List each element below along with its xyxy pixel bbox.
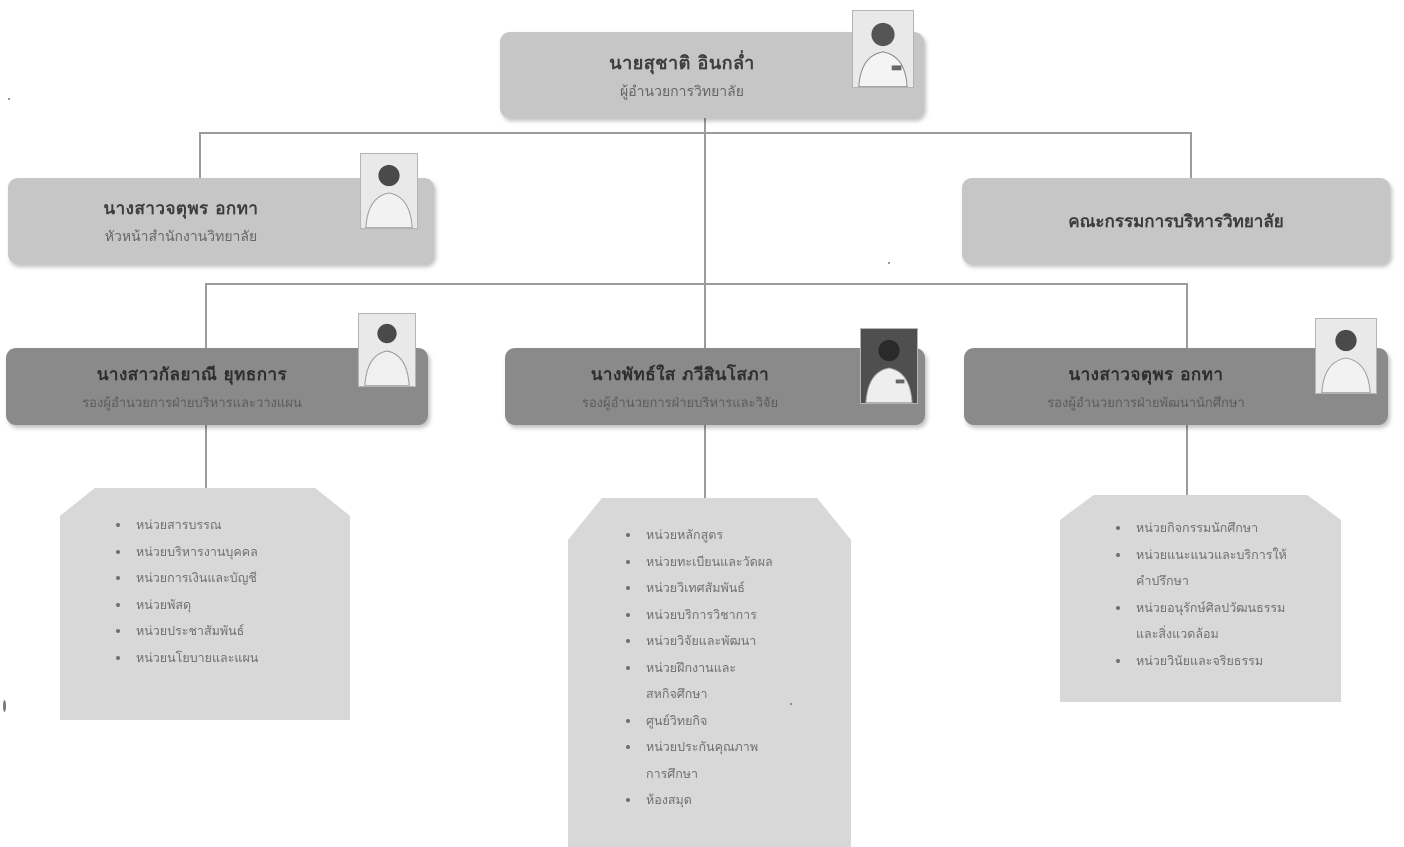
scan-speck: [888, 262, 890, 264]
connector-deputy-left-drop: [205, 283, 207, 348]
list-item: หน่วยแนะแนวและบริการให้: [1110, 542, 1341, 569]
connector-office-drop: [199, 132, 201, 178]
units-panel-academic: หน่วยหลักสูตร หน่วยทะเบียนและวัดผล หน่วย…: [568, 498, 851, 847]
list-item-continuation: การศึกษา: [646, 765, 699, 781]
list-item: หน่วยการเงินและบัญชี: [110, 565, 350, 592]
list-item: หน่วยสารบรรณ: [110, 512, 350, 539]
deputy-title: รองผู้อำนวยการฝ่ายพัฒนานักศึกษา: [1047, 395, 1245, 411]
list-item: หน่วยหลักสูตร: [620, 522, 851, 549]
list-item: ศูนย์วิทยกิจ: [620, 708, 851, 735]
list-item: หน่วยนโยบายและแผน: [110, 645, 350, 672]
deputy-title: รองผู้อำนวยการฝ่ายบริหารและวางแผน: [82, 395, 302, 411]
deputy-box-admin: นางสาวกัลยาณี ยุทธการ รองผู้อำนวยการฝ่าย…: [6, 348, 428, 425]
deputy-name: นางสาวจตุพร อกทา: [1068, 364, 1224, 385]
connector-level2-bar: [205, 283, 1188, 285]
scan-speck: [8, 98, 10, 100]
units-list: หน่วยหลักสูตร หน่วยทะเบียนและวัดผล หน่วย…: [620, 522, 851, 814]
list-item: ห้องสมุด: [620, 787, 851, 814]
connector-committee-drop: [1190, 132, 1192, 178]
scan-speck: [790, 703, 792, 705]
list-item: หน่วยวิเทศสัมพันธ์: [620, 575, 851, 602]
office-head-title: หัวหน้าสำนักงานวิทยาลัย: [104, 228, 258, 245]
list-item-continuation: สหกิจศึกษา: [646, 686, 708, 701]
list-item-continuation: คำปรึกษา: [1136, 573, 1189, 588]
list-item: หน่วยอนุรักษ์ศิลปวัฒนธรรม: [1110, 595, 1341, 622]
office-head-name: นางสาวจตุพร อกทา: [103, 198, 259, 219]
list-item: หน่วยบริการวิชาการ: [620, 602, 851, 629]
list-item: หน่วยวิจัยและพัฒนา: [620, 628, 851, 655]
units-list: หน่วยสารบรรณ หน่วยบริหารงานบุคคล หน่วยกา…: [110, 512, 350, 671]
list-item: หน่วยประชาสัมพันธ์: [110, 618, 350, 645]
deputy-academic-photo: [860, 328, 918, 404]
connector-level1-bar: [199, 132, 1192, 134]
deputy-admin-photo: [358, 313, 416, 387]
deputy-student-photo: [1315, 318, 1377, 394]
deputy-name: นางสาวกัลยาณี ยุทธการ: [96, 364, 288, 385]
list-item: หน่วยวินัยและจริยธรรม: [1110, 648, 1341, 675]
deputy-name: นางพัทธ์ใส ภวีสินโสภา: [590, 364, 770, 385]
scan-speck: [3, 700, 6, 712]
list-item: หน่วยกิจกรรมนักศึกษา: [1110, 515, 1341, 542]
list-item: หน่วยประกันคุณภาพ: [620, 734, 851, 761]
director-name: นายสุชาติ อินกล่ำ: [609, 52, 755, 74]
connector-deputy-right-to-units: [1186, 425, 1188, 495]
units-panel-admin: หน่วยสารบรรณ หน่วยบริหารงานบุคคล หน่วยกา…: [60, 488, 350, 720]
units-panel-student: หน่วยกิจกรรมนักศึกษา หน่วยแนะแนวและบริกา…: [1060, 495, 1341, 702]
list-item: หน่วยพัสดุ: [110, 592, 350, 619]
director-photo: [852, 10, 914, 88]
list-item: หน่วยฝึกงานและ: [620, 655, 851, 682]
office-head-photo: [360, 153, 418, 229]
deputy-title: รองผู้อำนวยการฝ่ายบริหารและวิจัย: [581, 395, 779, 411]
list-item: หน่วยบริหารงานบุคคล: [110, 539, 350, 566]
list-item: หน่วยทะเบียนและวัดผล: [620, 549, 851, 576]
units-list: หน่วยกิจกรรมนักศึกษา หน่วยแนะแนวและบริกา…: [1110, 515, 1341, 674]
connector-director-down: [704, 118, 706, 498]
director-title: ผู้อำนวยการวิทยาลัย: [620, 83, 744, 100]
connector-deputy-right-drop: [1186, 283, 1188, 348]
list-item-continuation: และสิ่งแวดล้อม: [1136, 626, 1219, 641]
connector-deputy-left-to-units: [205, 425, 207, 490]
committee-label: คณะกรรมการบริหารวิทยาลัย: [1068, 211, 1284, 232]
committee-box: คณะกรรมการบริหารวิทยาลัย: [962, 178, 1390, 264]
deputy-box-academic: นางพัทธ์ใส ภวีสินโสภา รองผู้อำนวยการฝ่าย…: [505, 348, 925, 425]
